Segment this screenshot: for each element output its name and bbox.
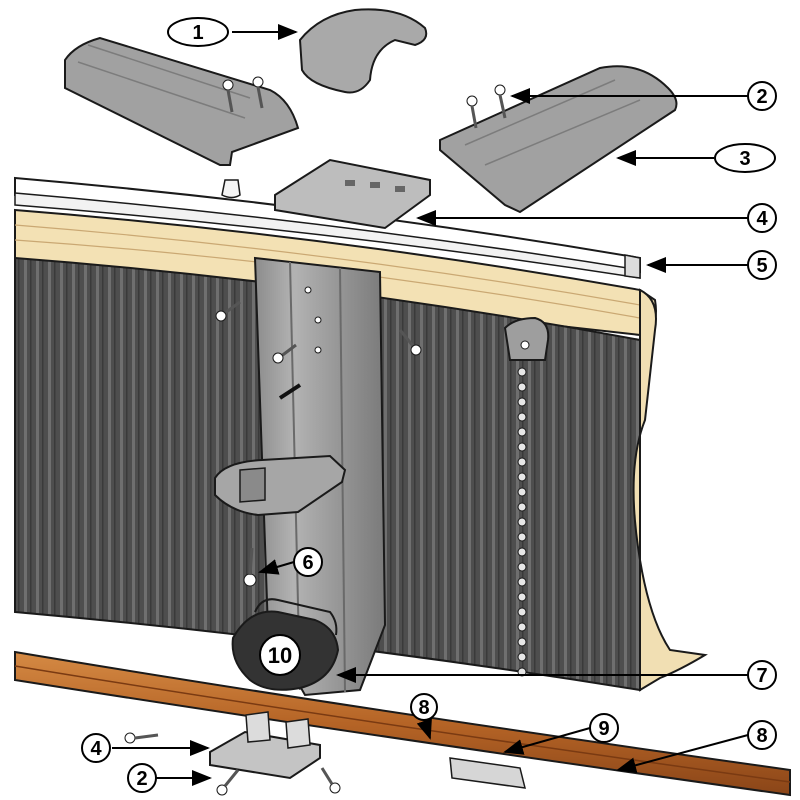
callout-10: 10	[259, 634, 301, 676]
wall-bolt	[517, 562, 527, 572]
screw-right-a	[466, 95, 478, 129]
liner-side-fold	[632, 288, 708, 692]
callout-8-right: 8	[747, 720, 777, 750]
wall-bolt	[517, 607, 527, 617]
svg-text:4: 4	[756, 208, 768, 230]
wall-screw-right	[398, 329, 422, 356]
svg-text:4: 4	[90, 738, 102, 760]
part-top-ledge-right	[439, 65, 678, 214]
callout-8-left: 8	[410, 693, 438, 721]
wall-bolt	[517, 622, 527, 632]
screw-bottom-left	[124, 732, 159, 744]
svg-text:8: 8	[756, 725, 767, 747]
callout-5: 5	[747, 250, 777, 280]
part-top-cap	[298, 8, 428, 94]
svg-text:6: 6	[302, 552, 313, 574]
screw-bottom-right	[320, 767, 341, 794]
callout-4-top: 4	[747, 203, 777, 233]
wall-bolt-column	[517, 367, 527, 677]
wall-bolt	[517, 517, 527, 527]
upright-bracket	[214, 454, 347, 517]
wall-bolt	[517, 457, 527, 467]
top-rail-strip	[14, 176, 641, 279]
screw-bottom-lower	[216, 769, 240, 796]
screw-part6	[243, 547, 257, 587]
screw-right-b	[494, 84, 507, 119]
wall-bolt	[517, 382, 527, 392]
callout-9: 9	[589, 713, 619, 743]
wall-bolt	[517, 652, 527, 662]
wall-bolt	[517, 367, 527, 377]
wall-screw-left	[215, 300, 241, 322]
wall-bolt	[517, 502, 527, 512]
callout-7: 7	[747, 660, 777, 690]
svg-text:1: 1	[192, 22, 203, 44]
callout-2-top: 2	[747, 81, 777, 111]
wall-screw-mid	[272, 343, 297, 364]
bottom-rail	[14, 650, 791, 797]
svg-text:3: 3	[739, 148, 750, 170]
wall-bolt	[517, 592, 527, 602]
callout-6: 6	[293, 547, 323, 577]
callout-3: 3	[714, 143, 776, 173]
svg-text:7: 7	[756, 665, 767, 687]
screw-top-a	[222, 79, 234, 113]
callout-4-bottom: 4	[81, 733, 111, 763]
part-top-ledge-left	[64, 36, 300, 199]
screw-top-b	[252, 76, 264, 109]
wall-bolt	[517, 637, 527, 647]
svg-text:10: 10	[268, 643, 292, 668]
callout-2-bottom: 2	[127, 763, 157, 793]
svg-text:2: 2	[136, 768, 147, 790]
wall-bolt	[517, 427, 527, 437]
wall-bolt	[517, 487, 527, 497]
svg-text:8: 8	[418, 697, 429, 719]
wall-bolt	[517, 412, 527, 422]
bottom-rail-connector	[449, 757, 526, 789]
leader-lines	[112, 24, 749, 786]
wall-bolt	[517, 577, 527, 587]
wall-bolt	[517, 472, 527, 482]
upright-screw-black	[278, 383, 302, 400]
part-mounting-plate-bottom	[209, 711, 321, 780]
svg-text:2: 2	[756, 86, 767, 108]
liner-clip	[503, 316, 550, 361]
callout-1: 1	[167, 17, 229, 47]
wall-bolt	[517, 442, 527, 452]
part-mounting-plate-top	[274, 158, 431, 230]
svg-text:9: 9	[598, 718, 609, 740]
wall-bolt	[517, 532, 527, 542]
wall-bolt	[517, 397, 527, 407]
svg-text:5: 5	[756, 255, 767, 277]
wall-bolt	[517, 547, 527, 557]
